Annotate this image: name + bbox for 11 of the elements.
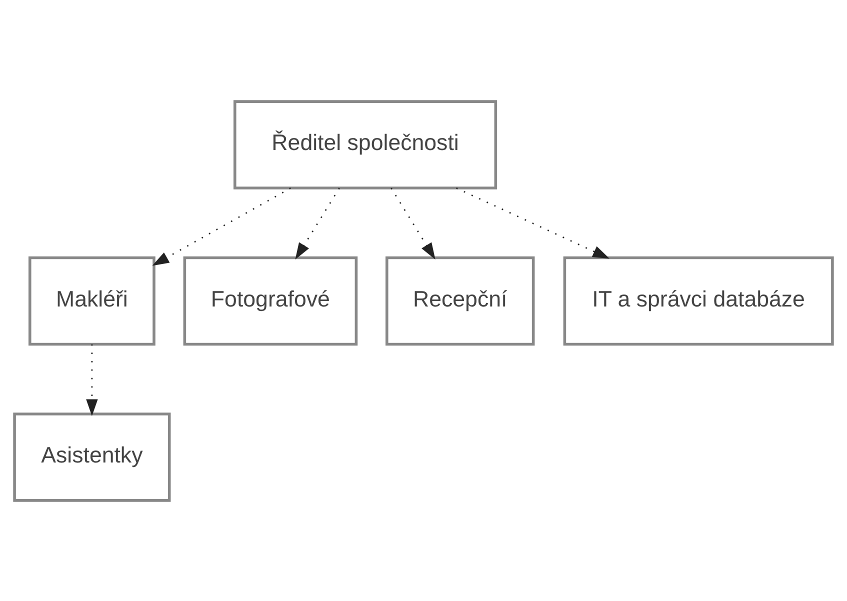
node-box: Makléři	[28, 256, 156, 346]
arrow	[86, 344, 98, 416]
node-box: IT a správci databáze	[563, 256, 834, 346]
node-box: Recepční	[386, 256, 535, 346]
arrow	[152, 187, 291, 266]
node-box: Ředitel společnosti	[233, 100, 498, 189]
arrow	[295, 187, 340, 260]
arrow	[390, 187, 436, 260]
node-box: Fotografové	[183, 256, 358, 346]
node-box: Asistentky	[13, 412, 171, 502]
arrow	[456, 187, 610, 258]
